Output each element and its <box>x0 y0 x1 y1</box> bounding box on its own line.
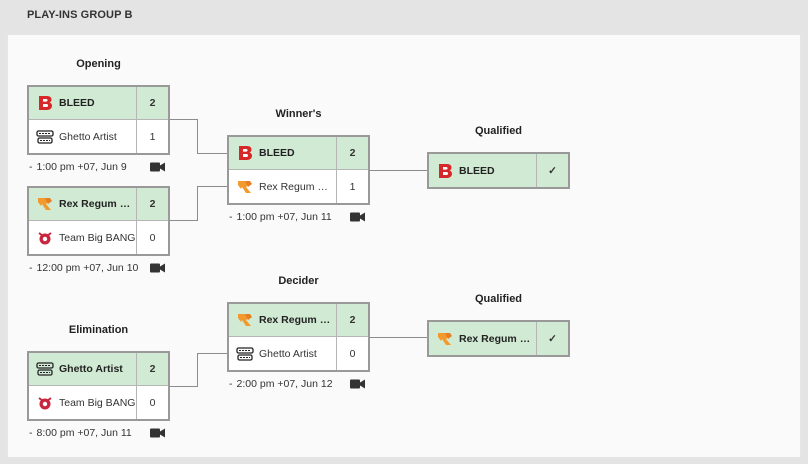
match-team-row[interactable]: BLEED 2 <box>229 137 368 170</box>
match-team-row[interactable]: BLEED 2 <box>29 87 168 120</box>
team-score: 1 <box>136 120 168 153</box>
page-title: PLAY-INS GROUP B <box>27 9 133 21</box>
rrq-logo-icon <box>436 330 454 348</box>
checkmark-icon: ✓ <box>536 154 568 187</box>
match-team-row[interactable]: Ghetto Artist 0 <box>229 337 368 370</box>
team-name: Team Big BANG <box>59 231 136 244</box>
match-opening-2[interactable]: Rex Regum Qeon 2 Team Big BANG 0 <box>27 186 170 256</box>
connector-line <box>170 220 198 221</box>
round-label-qualified-bottom: Qualified <box>474 293 523 305</box>
round-label-decider: Decider <box>278 275 319 287</box>
team-score: 2 <box>136 353 168 385</box>
team-score: 0 <box>136 386 168 419</box>
connector-line <box>197 119 198 153</box>
connector-line <box>170 119 198 120</box>
match-time: -8:00 pm +07, Jun 11 <box>29 427 132 439</box>
match-time: -1:00 pm +07, Jun 9 <box>29 161 127 173</box>
team-name: Ghetto Artist <box>59 130 117 143</box>
qualified-team-row[interactable]: BLEED ✓ <box>429 154 568 187</box>
match-team-row[interactable]: Team Big BANG 0 <box>29 221 168 254</box>
team-score: 2 <box>136 188 168 220</box>
video-camera-icon[interactable] <box>350 379 365 389</box>
match-elimination[interactable]: Ghetto Artist 2 Team Big BANG 0 <box>27 351 170 421</box>
team-name: Ghetto Artist <box>59 363 123 375</box>
connector-line <box>370 337 427 338</box>
connector-line <box>197 353 227 354</box>
connector-line <box>197 186 198 221</box>
team-big-bang-logo-icon <box>36 394 54 412</box>
team-name: Rex Regum Qeon <box>259 180 336 193</box>
qualified-slot-top[interactable]: BLEED ✓ <box>427 152 570 189</box>
match-time: -12:00 pm +07, Jun 10 <box>29 262 139 274</box>
match-team-row[interactable]: Rex Regum Qeon 2 <box>229 304 368 337</box>
bleed-logo-icon <box>436 162 454 180</box>
match-winners[interactable]: BLEED 2 Rex Regum Qeon 1 <box>227 135 370 205</box>
video-camera-icon[interactable] <box>150 428 165 438</box>
team-name: Team Big BANG <box>59 396 136 409</box>
match-decider[interactable]: Rex Regum Qeon 2 Ghetto Artist 0 <box>227 302 370 372</box>
connector-line <box>197 353 198 387</box>
qualified-slot-bottom[interactable]: Rex Regum Qeon ✓ <box>427 320 570 357</box>
match-time: -2:00 pm +07, Jun 12 <box>229 378 333 390</box>
bleed-logo-icon <box>236 144 254 162</box>
team-score: 0 <box>136 221 168 254</box>
connector-line <box>370 170 427 171</box>
round-label-opening: Opening <box>76 58 121 70</box>
team-name: Rex Regum Qeon <box>59 198 136 210</box>
checkmark-icon: ✓ <box>536 322 568 355</box>
bleed-logo-icon <box>36 94 54 112</box>
match-opening-1[interactable]: BLEED 2 Ghetto Artist 1 <box>27 85 170 155</box>
team-big-bang-logo-icon <box>36 229 54 247</box>
video-camera-icon[interactable] <box>150 263 165 273</box>
team-name: BLEED <box>59 97 95 109</box>
team-name: BLEED <box>459 164 495 177</box>
team-name: BLEED <box>259 147 295 159</box>
ghetto-artist-logo-icon <box>36 360 54 378</box>
round-label-elimination: Elimination <box>68 324 129 336</box>
match-team-row[interactable]: Ghetto Artist 2 <box>29 353 168 386</box>
connector-line <box>170 386 198 387</box>
match-team-row[interactable]: Rex Regum Qeon 1 <box>229 170 368 203</box>
match-team-row[interactable]: Ghetto Artist 1 <box>29 120 168 153</box>
match-team-row[interactable]: Team Big BANG 0 <box>29 386 168 419</box>
team-name: Rex Regum Qeon <box>459 332 536 345</box>
qualified-team-row[interactable]: Rex Regum Qeon ✓ <box>429 322 568 355</box>
rrq-logo-icon <box>236 178 254 196</box>
team-name: Rex Regum Qeon <box>259 314 336 326</box>
rrq-logo-icon <box>236 311 254 329</box>
video-camera-icon[interactable] <box>150 162 165 172</box>
team-score: 2 <box>336 304 368 336</box>
team-score: 1 <box>336 170 368 203</box>
team-score: 2 <box>136 87 168 119</box>
team-name: Ghetto Artist <box>259 347 317 360</box>
round-label-winners: Winner's <box>275 108 322 120</box>
match-team-row[interactable]: Rex Regum Qeon 2 <box>29 188 168 221</box>
team-score: 0 <box>336 337 368 370</box>
match-time: -1:00 pm +07, Jun 11 <box>229 211 332 223</box>
team-score: 2 <box>336 137 368 169</box>
connector-line <box>197 153 227 154</box>
ghetto-artist-logo-icon <box>36 128 54 146</box>
connector-line <box>197 186 227 187</box>
ghetto-artist-logo-icon <box>236 345 254 363</box>
video-camera-icon[interactable] <box>350 212 365 222</box>
rrq-logo-icon <box>36 195 54 213</box>
round-label-qualified-top: Qualified <box>474 125 523 137</box>
